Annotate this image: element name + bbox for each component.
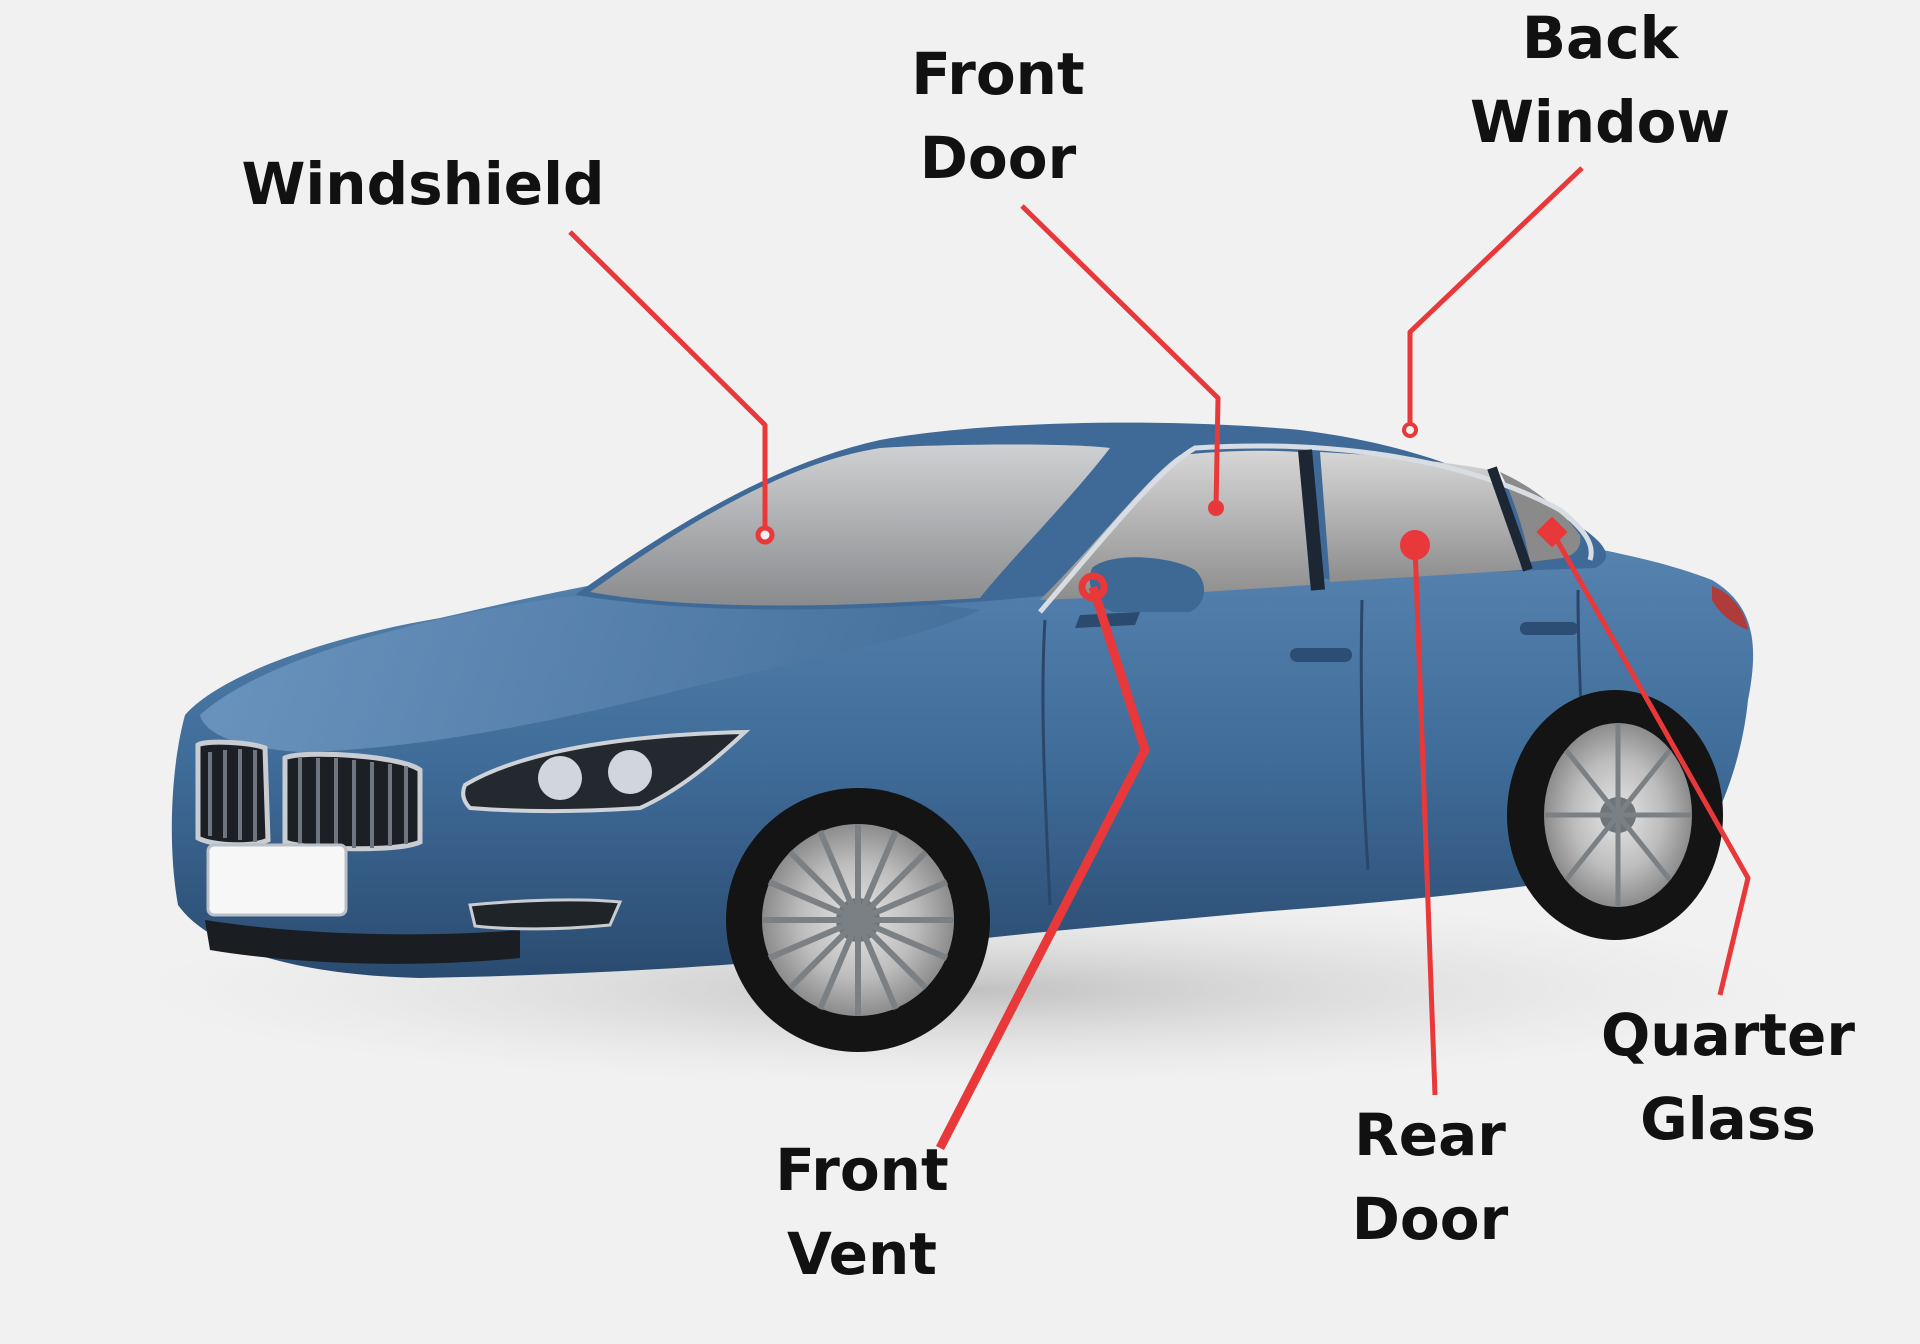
front-door-label-line-1: Front <box>911 40 1085 108</box>
rear-door-leader-line <box>1412 544 1438 1096</box>
quarter-glass-leader-line <box>1550 531 1751 996</box>
front-vent-label-line-1: Front <box>775 1136 949 1204</box>
back-window-label: Back Window <box>1470 0 1730 164</box>
windshield-glass <box>590 444 1110 606</box>
window-trim <box>1038 443 1594 614</box>
windshield-leader-line <box>568 230 768 535</box>
door-seam-middle <box>1359 599 1370 871</box>
front-vent-marker <box>1078 572 1108 602</box>
rear-door-label-line-2: Door <box>1351 1185 1509 1253</box>
rear-door-marker <box>1400 530 1430 560</box>
quarter-glass-label-line-2: Glass <box>1640 1085 1816 1153</box>
rear-door-label-line-1: Rear <box>1354 1101 1506 1169</box>
front-door-label-line-2: Door <box>919 124 1077 192</box>
license-plate <box>206 843 348 917</box>
front-wheel <box>726 788 990 1052</box>
quarter-glass-pane <box>1500 472 1581 562</box>
front-door-marker <box>1208 500 1224 516</box>
rear-wheel <box>1507 690 1723 940</box>
rear-door-glass <box>1320 452 1522 582</box>
rear-door-handle <box>1520 622 1578 635</box>
front-vent-leader-line <box>935 585 1150 1151</box>
front-door-label: Front Door <box>911 32 1084 200</box>
headlight <box>461 729 751 813</box>
windshield-label-line-1: Windshield <box>241 150 605 218</box>
side-mirror <box>1089 557 1205 612</box>
front-door-leader-line <box>1020 204 1221 509</box>
front-door-handle <box>1290 648 1352 662</box>
lower-intake <box>205 920 520 964</box>
quarter-glass-label: Quarter Glass <box>1601 993 1855 1161</box>
c-pillar <box>1487 466 1533 572</box>
headlight-lens-1 <box>538 756 582 800</box>
headlight-lens-2 <box>608 750 652 794</box>
back-window-leader-line <box>1407 166 1584 428</box>
back-window-label-line-1: Back <box>1521 4 1679 72</box>
rear-door-label: Rear Door <box>1352 1093 1508 1261</box>
windshield-label: Windshield <box>241 142 604 226</box>
quarter-glass-label-line-1: Quarter <box>1600 1001 1856 1069</box>
fog-light <box>468 898 623 931</box>
windshield-marker <box>755 525 775 545</box>
car-hood <box>200 590 980 752</box>
back-window-marker <box>1402 422 1418 438</box>
front-grille <box>195 739 423 852</box>
taillight <box>1712 586 1748 630</box>
back-window-label-line-2: Window <box>1469 88 1731 156</box>
callout-lines <box>568 166 1751 1151</box>
front-vent-label: Front Vent <box>775 1128 948 1296</box>
b-pillar <box>1298 449 1325 591</box>
front-vent-label-line-2: Vent <box>786 1220 938 1288</box>
door-seam-front <box>1041 619 1052 906</box>
